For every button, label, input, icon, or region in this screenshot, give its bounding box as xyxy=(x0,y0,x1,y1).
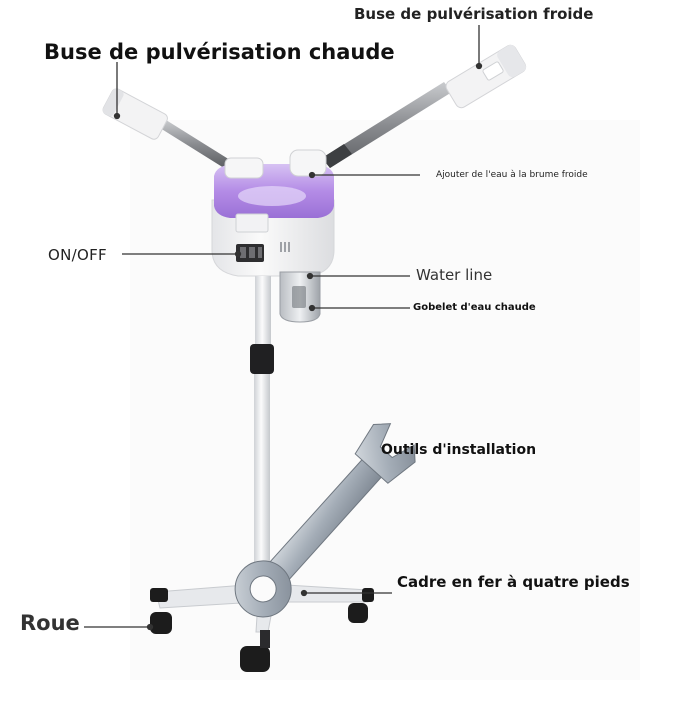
steamer-body xyxy=(211,149,335,277)
label-wheel: Roue xyxy=(20,611,80,635)
hot-arm xyxy=(102,88,230,168)
label-on-off: ON/OFF xyxy=(48,246,107,264)
label-add-water-cold: Ajouter de l'eau à la brume froide xyxy=(436,170,588,180)
wrench-tool xyxy=(234,423,416,618)
label-install-tools: Outils d'installation xyxy=(381,442,537,458)
leader-lines xyxy=(84,25,483,631)
label-hot-water-cup: Gobelet d'eau chaude xyxy=(413,302,536,313)
label-cold-nozzle: Buse de pulvérisation froide xyxy=(354,5,594,23)
label-hot-nozzle: Buse de pulvérisation chaude xyxy=(44,40,395,64)
label-water-line: Water line xyxy=(416,266,493,284)
wheels xyxy=(150,603,368,672)
label-frame: Cadre en fer à quatre pieds xyxy=(397,573,630,591)
hot-water-cup xyxy=(279,271,321,323)
